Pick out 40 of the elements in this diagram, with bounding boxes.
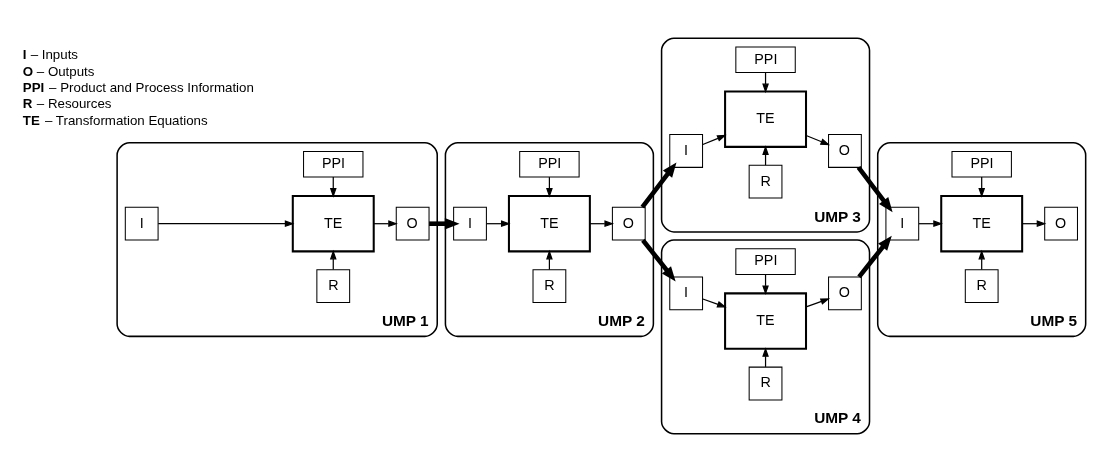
node-box: PPI <box>735 46 796 74</box>
arrow <box>805 134 831 146</box>
node-box: TE <box>724 90 808 148</box>
node-box: TE <box>940 195 1024 253</box>
arrow <box>805 298 831 308</box>
arrow <box>702 298 727 308</box>
arrow <box>640 162 677 209</box>
node-box: I <box>453 206 487 241</box>
label: I – Inputs <box>22 47 78 63</box>
node-box: R <box>748 366 783 401</box>
node-box: R <box>964 269 999 304</box>
arrow <box>856 166 893 213</box>
label: PPI – Product and Process Information <box>22 79 254 95</box>
arrow <box>857 235 892 279</box>
node-box: O <box>611 206 646 241</box>
node-box: O <box>1044 206 1078 241</box>
arrow <box>157 220 295 228</box>
label: R – Resources <box>22 96 112 112</box>
node-box: R <box>316 269 351 304</box>
node-box: O <box>828 276 862 311</box>
node-box: O <box>828 134 862 168</box>
arrow <box>702 134 727 146</box>
node-box: R <box>532 269 567 304</box>
node-box: TE <box>507 195 591 253</box>
node-box: I <box>669 276 704 311</box>
node-box: PPI <box>951 151 1012 178</box>
arrow <box>429 217 460 230</box>
arrow <box>641 238 676 282</box>
node-box: TE <box>291 195 375 253</box>
node-box: I <box>124 206 159 241</box>
label: TE – Transformation Equations <box>22 112 208 128</box>
node-box: I <box>885 206 920 241</box>
node-box: O <box>395 206 430 241</box>
node-box: PPI <box>519 151 580 178</box>
node-box: TE <box>724 292 808 350</box>
label: O – Outputs <box>22 63 95 79</box>
node-box: PPI <box>303 151 364 178</box>
node-box: PPI <box>735 248 796 275</box>
node-box: I <box>669 134 704 168</box>
node-box: R <box>748 164 783 199</box>
